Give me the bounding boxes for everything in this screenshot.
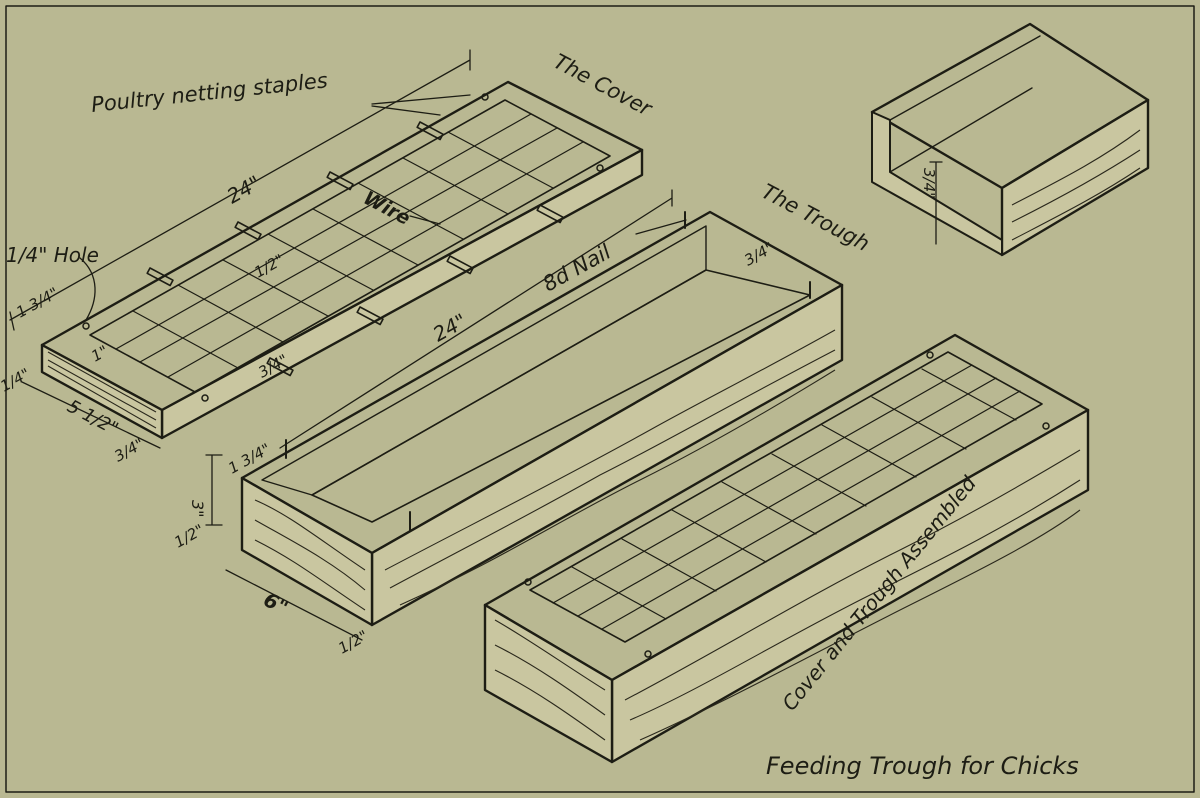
trough-edge2-label: 1/2" [335, 627, 371, 658]
assembled-wood-grain [494, 449, 1081, 741]
trough-height-label: 3" [188, 500, 207, 518]
cover-edge2-label: 1/4" [0, 365, 33, 396]
detail-inner-lines [889, 35, 1041, 173]
cover-hole-icon [201, 394, 209, 402]
cover-hole-icon [481, 93, 489, 101]
cover-staples [146, 121, 564, 377]
assembled-drawing [483, 333, 1090, 764]
trough-height-dim-line [205, 454, 223, 526]
cover-hole-icon [82, 322, 90, 330]
trough-name-label: The Trough [758, 179, 874, 256]
nail-leader-line [635, 219, 687, 235]
trough-width-label: 6" [260, 587, 293, 620]
trough-end-face [240, 476, 374, 627]
assembled-wire-grid [552, 364, 1021, 630]
assembled-hole-icon [644, 650, 652, 658]
trough-length-label: 24" [429, 309, 471, 347]
trough-side-thickness-label: 3/4" [741, 239, 777, 270]
plate-border [5, 5, 1195, 793]
wire-leader-line [409, 215, 441, 225]
trough-drawing [205, 189, 844, 641]
detail-depth-dim-line [929, 161, 943, 245]
trough-edge-label: 1/2" [171, 521, 207, 552]
trough-end-width-label: 1 3/4" [225, 440, 273, 478]
assembled-opening [529, 351, 1043, 643]
cover-end-grain [47, 351, 157, 429]
detail-wood-grain [1011, 129, 1141, 241]
detail-section-drawing [870, 22, 1150, 257]
trough-wood-grain [254, 329, 836, 611]
cover-length-dim-line [9, 49, 471, 331]
detail-side-face [1000, 98, 1150, 257]
hole-leader-line [79, 257, 96, 321]
trough-inner-wall [261, 225, 707, 496]
trough-width-dim-line [225, 569, 363, 641]
cover-drawing [9, 49, 644, 449]
detail-depth-label: 3/4" [920, 168, 938, 199]
trough-length-dim-line [279, 189, 673, 449]
cover-wire-grid [115, 113, 584, 378]
cover-opening [89, 99, 611, 393]
cover-length-label: 24" [223, 171, 265, 209]
cover-hole-icon [596, 164, 604, 172]
staples-leader-line [371, 94, 471, 116]
cover-width-dim-line [21, 381, 161, 449]
assembled-end-face [483, 603, 614, 764]
assembled-hole-icon [524, 578, 532, 586]
staples-label: Poultry netting staples [90, 68, 329, 117]
cover-rail-width-label: 1 3/4" [13, 284, 61, 322]
assembled-hole-icon [1042, 422, 1050, 430]
hole-label: 1/4" Hole [6, 243, 99, 267]
assembled-front-face [610, 408, 1090, 764]
cover-frame-edge-label: 1" [88, 342, 111, 366]
assembled-hole-icon [926, 351, 934, 359]
drawing-title: Feeding Trough for Chicks [766, 752, 1079, 780]
